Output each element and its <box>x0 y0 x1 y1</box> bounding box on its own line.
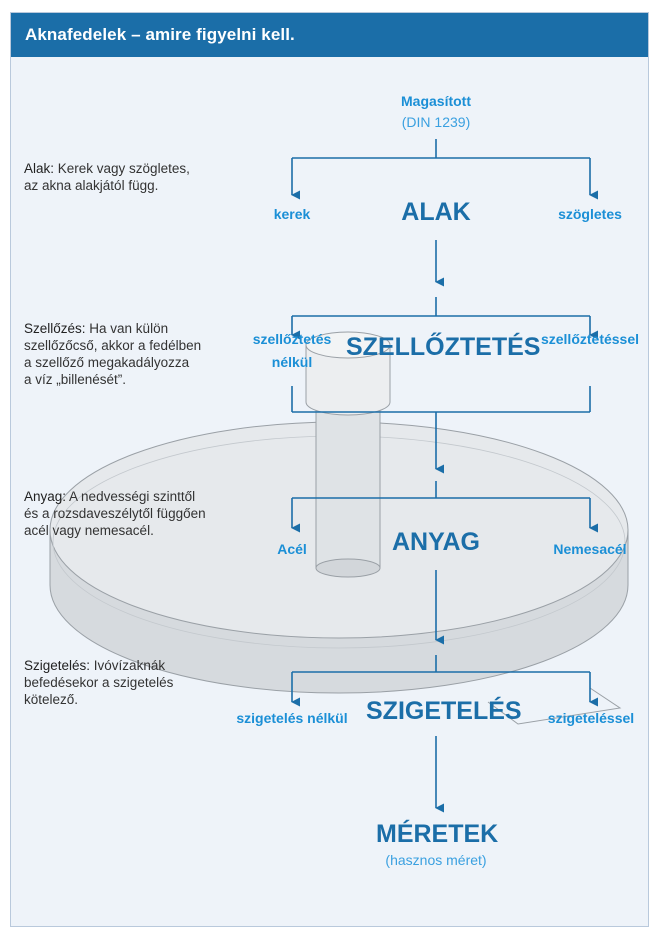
note-alak-label: Alak: <box>24 161 55 176</box>
category-szigeteles: SZIGETELÉS <box>366 697 522 725</box>
note-anyag-label: Anyag: <box>24 489 67 504</box>
flow-lines <box>291 139 599 813</box>
note-szellozes-label: Szellőzés: <box>24 321 86 336</box>
option-szogletes: szögletes <box>558 206 622 222</box>
manhole-cover-illustration <box>49 331 629 725</box>
option-szellozetessel: szellőztetéssel <box>540 331 640 347</box>
note-alak: Alak: Kerek vagy szögletes, az akna alak… <box>24 160 190 194</box>
option-szellozetes-nelkul-line2: nélkül <box>271 354 313 370</box>
category-meretek: MÉRETEK <box>376 820 499 848</box>
note-szellozes-text: Ha van külön szellőzőcső, akkor a fedélb… <box>24 321 202 387</box>
meretek-subtitle: (hasznos méret) <box>385 852 487 868</box>
note-szellozes: Szellőzés: Ha van külön szellőzőcső, akk… <box>24 320 201 388</box>
top-node-title: Magasított <box>401 93 471 109</box>
option-szigetelessel: szigeteléssel <box>547 710 635 726</box>
note-alak-text: Kerek vagy szögletes, az akna alakjától … <box>24 161 190 193</box>
option-acel: Acél <box>277 541 307 557</box>
note-anyag: Anyag: A nedvességi szinttől és a rozsda… <box>24 488 206 539</box>
note-szigeteles: Szigetelés: Ivóvízaknák befedésekor a sz… <box>24 657 173 708</box>
category-szellozetes: SZELLŐZTETÉS <box>346 333 541 361</box>
note-anyag-text: A nedvességi szinttől és a rozsdaveszély… <box>24 489 206 538</box>
note-szigeteles-label: Szigetelés: <box>24 658 91 673</box>
category-alak: ALAK <box>401 198 471 226</box>
note-szigeteles-text: Ivóvízaknák befedésekor a szigetelés köt… <box>24 658 174 707</box>
top-node-subtitle: (DIN 1239) <box>401 114 471 130</box>
option-szigeteles-nelkul: szigetelés nélkül <box>236 710 348 726</box>
category-anyag: ANYAG <box>392 528 480 556</box>
option-szellozetes-nelkul-line1: szellőztetés <box>252 331 332 347</box>
header-bar: Aknafedelek – amire figyelni kell. <box>11 13 648 57</box>
page-title: Aknafedelek – amire figyelni kell. <box>25 25 295 44</box>
option-nemesacel: Nemesacél <box>553 541 627 557</box>
option-kerek: kerek <box>273 206 311 222</box>
